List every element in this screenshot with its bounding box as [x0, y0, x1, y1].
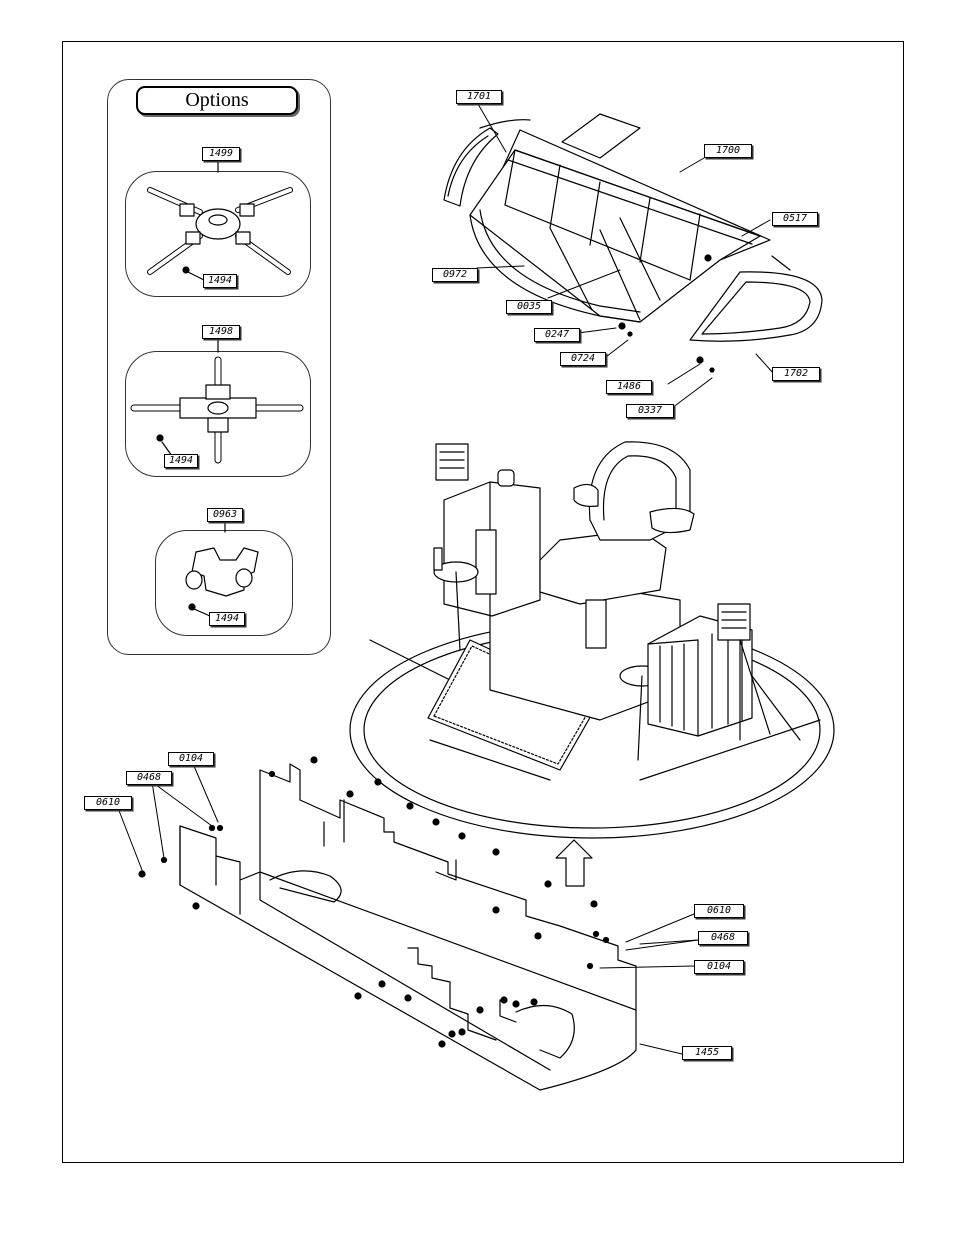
part-tag-1494-b: 1494 [164, 454, 198, 468]
part-tag-1494-c: 1494 [209, 612, 245, 626]
part-tag-0104-top: 0104 [168, 752, 214, 766]
part-tag-0963: 0963 [207, 508, 243, 522]
part-tag-1486: 1486 [606, 380, 652, 394]
part-tag-0972: 0972 [432, 268, 478, 282]
part-tag-1700: 1700 [704, 144, 752, 158]
part-tag-0610-right: 0610 [694, 904, 744, 918]
part-tag-1499: 1499 [202, 147, 240, 161]
part-tag-0724: 0724 [560, 352, 606, 366]
option-1499-spider-drawing [150, 160, 290, 280]
part-tag-0610-top: 0610 [84, 796, 132, 810]
part-tag-0337: 0337 [626, 404, 674, 418]
option-1498-spider-drawing [134, 338, 300, 460]
part-tag-0468-top: 0468 [126, 771, 172, 785]
part-tag-0104-right: 0104 [694, 960, 744, 974]
trowel-machine-drawing [350, 442, 834, 838]
guard-assembly-drawing [444, 114, 822, 372]
part-tag-1498: 1498 [202, 325, 240, 339]
option-0963-hub-drawing [186, 519, 258, 616]
part-tag-1701: 1701 [456, 90, 502, 104]
part-tag-1702: 1702 [772, 367, 820, 381]
part-tag-0468-right: 0468 [698, 931, 748, 945]
part-tag-0247: 0247 [534, 328, 580, 342]
up-arrow-drawing [556, 840, 592, 886]
part-tag-1455: 1455 [682, 1046, 732, 1060]
part-tag-0517: 0517 [772, 212, 818, 226]
part-tag-1494-a: 1494 [203, 274, 237, 288]
part-tag-0035: 0035 [506, 300, 552, 314]
